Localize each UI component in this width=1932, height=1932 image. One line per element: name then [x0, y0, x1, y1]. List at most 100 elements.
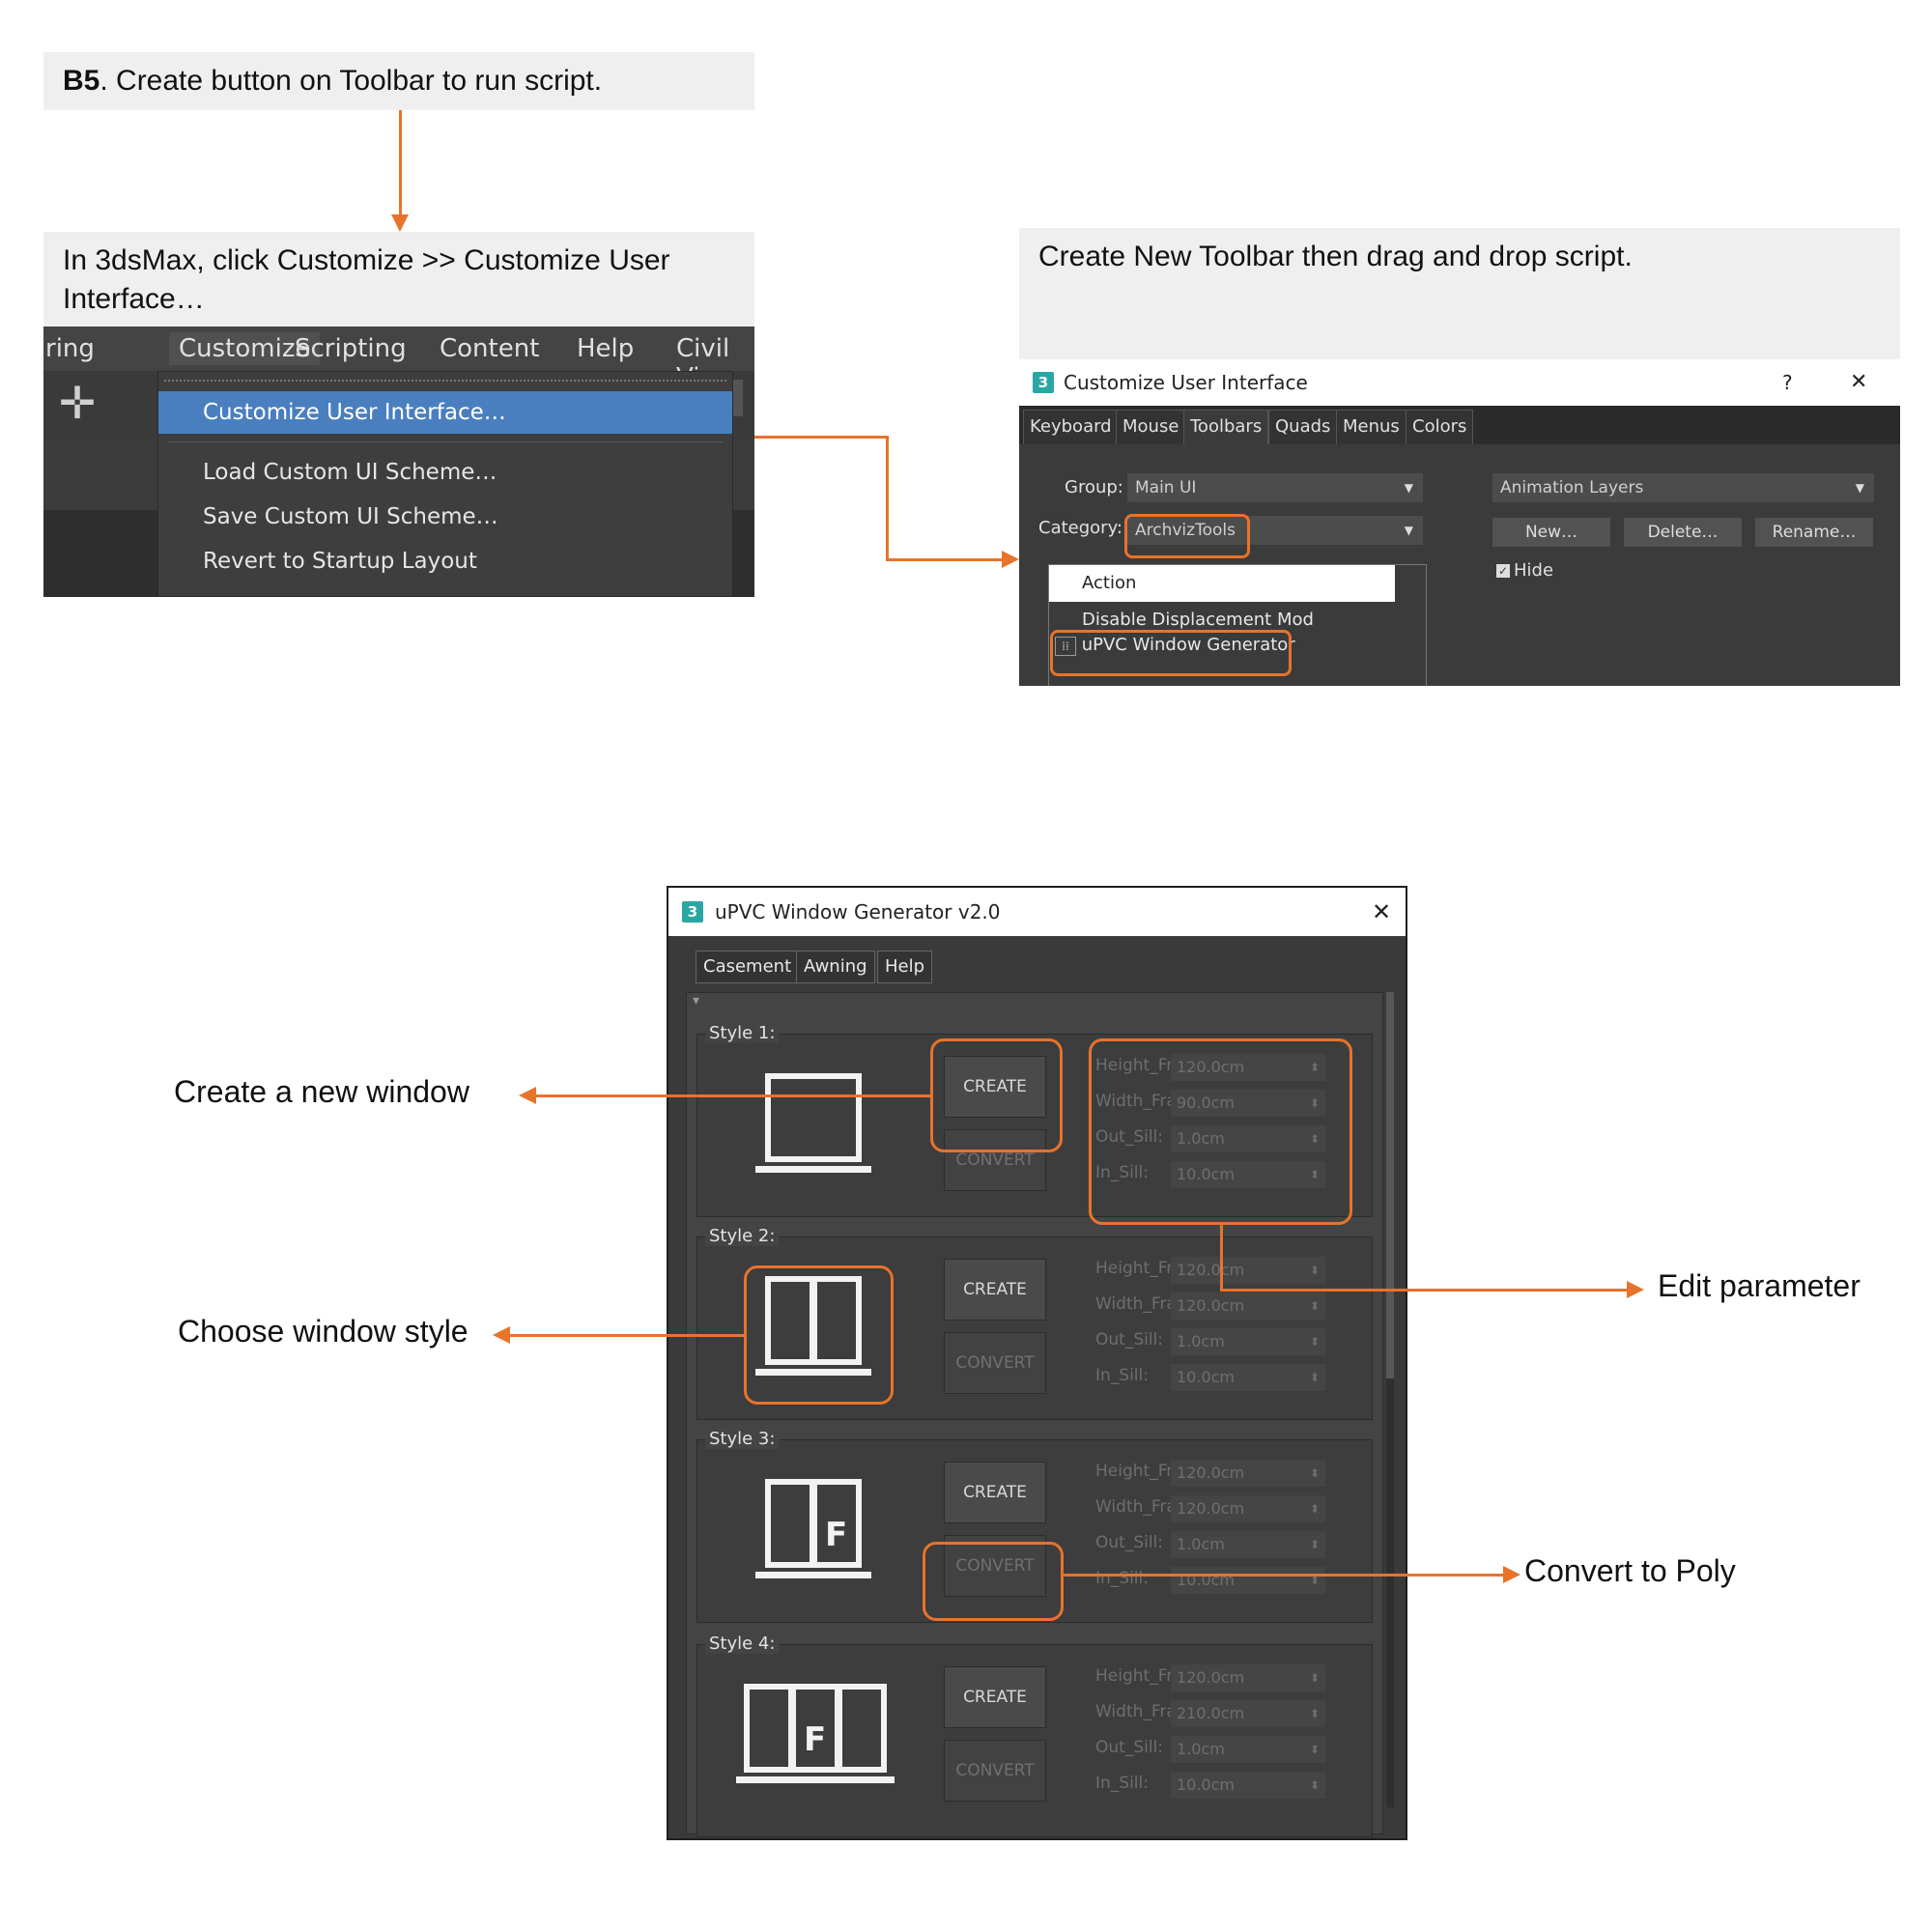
checkbox-checked-icon: ✓: [1496, 564, 1510, 578]
scrollbar[interactable]: [1386, 992, 1394, 1807]
highlight-script: [1050, 630, 1292, 676]
collapse-icon[interactable]: ▾: [693, 993, 700, 1009]
create-button[interactable]: CREATE: [944, 1259, 1046, 1321]
customize-dropdown: Customize User Interface… Load Custom UI…: [157, 371, 733, 597]
rename-toolbar-button[interactable]: Rename…: [1755, 518, 1873, 547]
out-sill-label: Out_Sill:: [1095, 1533, 1164, 1552]
menu-scripting[interactable]: Scripting: [295, 334, 407, 363]
list-item-upvc-generator[interactable]: ⁞⁞ uPVC Window Generator: [1055, 635, 1295, 656]
menu-item-load-scheme[interactable]: Load Custom UI Scheme…: [203, 460, 497, 485]
delete-toolbar-button[interactable]: Delete…: [1624, 518, 1742, 547]
arrow-line-edit-v: [1220, 1225, 1223, 1291]
generator-titlebar: 3 uPVC Window Generator v2.0 ✕: [668, 888, 1406, 936]
help-icon[interactable]: ?: [1782, 371, 1793, 394]
window-style-2-icon[interactable]: [755, 1276, 871, 1382]
in-sill-spinner[interactable]: 10.0cm⬍: [1171, 1364, 1325, 1391]
highlight-create: [930, 1038, 1063, 1152]
scrollbar-thumb[interactable]: [1386, 992, 1394, 1378]
menu-bar: ring Customize Scripting Content Help Ci…: [43, 327, 754, 392]
spinner-icon: ⬍: [1309, 1743, 1320, 1756]
category-select[interactable]: ArchvizTools▼: [1127, 516, 1423, 545]
out-sill-spinner[interactable]: 1.0cm⬍: [1171, 1736, 1325, 1763]
convert-button[interactable]: CONVERT: [944, 1129, 1046, 1191]
style-group-3: Style 3: F CREATE CONVERT Height_Frame: …: [696, 1429, 1373, 1623]
out-sill-label: Out_Sill:: [1095, 1127, 1164, 1147]
new-toolbar-button[interactable]: New…: [1492, 518, 1610, 547]
dialog-title: Customize User Interface: [1064, 371, 1308, 394]
step-caption: B5. Create button on Toolbar to run scri…: [43, 52, 754, 110]
arrow-line-convert: [1064, 1574, 1503, 1577]
in-sill-spinner[interactable]: 10.0cm⬍: [1171, 1772, 1325, 1799]
spinner-icon: ⬍: [1309, 1371, 1320, 1384]
tab-help[interactable]: Help: [877, 951, 933, 983]
group-select[interactable]: Main UI▼: [1127, 473, 1423, 502]
script-icon: ⁞⁞: [1055, 637, 1076, 656]
toolbar-select[interactable]: Animation Layers▼: [1492, 473, 1874, 502]
height-frame-spinner[interactable]: 120.0cm⬍: [1171, 1460, 1325, 1487]
convert-button[interactable]: CONVERT: [944, 1740, 1046, 1802]
tab-casement[interactable]: Casement: [696, 951, 800, 983]
height-frame-spinner[interactable]: 120.0cm⬍: [1171, 1257, 1325, 1284]
category-label: Category:: [1038, 518, 1122, 538]
style-label: Style 3:: [705, 1429, 780, 1449]
convert-button[interactable]: CONVERT: [944, 1332, 1046, 1394]
create-button[interactable]: CREATE: [944, 1056, 1046, 1118]
create-button[interactable]: CREATE: [944, 1462, 1046, 1523]
arrow-line-v1: [886, 436, 889, 561]
tab-awning[interactable]: Awning: [796, 951, 875, 983]
out-sill-spinner[interactable]: 1.0cm⬍: [1171, 1531, 1325, 1558]
spinner-icon: ⬍: [1309, 1466, 1320, 1480]
in-sill-spinner[interactable]: 10.0cm⬍: [1171, 1567, 1325, 1594]
width-frame-spinner[interactable]: 120.0cm⬍: [1171, 1293, 1325, 1320]
in-sill-label: In_Sill:: [1095, 1163, 1149, 1182]
window-style-1-icon[interactable]: [755, 1073, 871, 1179]
width-frame-spinner[interactable]: 210.0cm⬍: [1171, 1700, 1325, 1727]
convert-button[interactable]: CONVERT: [944, 1535, 1046, 1597]
out-sill-spinner[interactable]: 1.0cm⬍: [1171, 1125, 1325, 1152]
menu-instruction: In 3dsMax, click Customize >> Customize …: [43, 232, 754, 327]
menu-item-revert-layout[interactable]: Revert to Startup Layout: [203, 549, 477, 574]
tab-quads[interactable]: Quads: [1268, 410, 1338, 444]
create-button[interactable]: CREATE: [944, 1666, 1046, 1728]
tab-mouse[interactable]: Mouse: [1116, 410, 1186, 444]
window-style-4-icon[interactable]: F: [736, 1684, 895, 1790]
window-style-3-icon[interactable]: F: [755, 1479, 871, 1585]
spinner-icon: ⬍: [1309, 1168, 1320, 1181]
chevron-down-icon: ▼: [1855, 481, 1864, 495]
menu-help[interactable]: Help: [577, 334, 635, 363]
menu-content[interactable]: Content: [440, 334, 540, 363]
width-frame-spinner[interactable]: 120.0cm⬍: [1171, 1495, 1325, 1522]
spinner-icon: ⬍: [1309, 1264, 1320, 1277]
highlight-style: [744, 1265, 894, 1405]
width-frame-spinner[interactable]: 90.0cm⬍: [1171, 1090, 1325, 1117]
list-item[interactable]: Disable Displacement Mod: [1082, 610, 1314, 630]
tab-colors[interactable]: Colors: [1406, 410, 1474, 444]
tab-toolbars[interactable]: Toolbars: [1183, 410, 1269, 444]
menu-customize[interactable]: Customize: [169, 332, 321, 365]
in-sill-label: In_Sill:: [1095, 1366, 1149, 1385]
max-app-icon: 3: [682, 901, 703, 923]
close-icon[interactable]: ✕: [1850, 370, 1868, 394]
arrow-head-right: [1002, 551, 1019, 568]
arrow-line-create: [536, 1094, 930, 1097]
move-icon[interactable]: ✛: [58, 377, 97, 429]
menu-item-customize-ui[interactable]: Customize User Interface…: [158, 391, 732, 434]
out-sill-spinner[interactable]: 1.0cm⬍: [1171, 1328, 1325, 1355]
group-label: Group:: [1065, 477, 1123, 497]
menu-item-save-scheme[interactable]: Save Custom UI Scheme…: [203, 504, 498, 529]
action-list[interactable]: Action Disable Displacement Mod ⁞⁞ uPVC …: [1048, 564, 1427, 686]
arrow-head-left: [493, 1326, 510, 1344]
spinner-icon: ⬍: [1309, 1778, 1320, 1792]
hide-checkbox[interactable]: ✓Hide: [1496, 560, 1554, 581]
highlight-convert: [923, 1542, 1064, 1621]
height-frame-spinner[interactable]: 120.0cm⬍: [1171, 1664, 1325, 1691]
tab-keyboard[interactable]: Keyboard: [1023, 410, 1119, 444]
menu-separator: [168, 441, 723, 442]
tab-menus[interactable]: Menus: [1336, 410, 1406, 444]
upvc-generator-window: 3 uPVC Window Generator v2.0 ✕ Casement …: [667, 886, 1407, 1840]
height-frame-spinner[interactable]: 120.0cm⬍: [1171, 1054, 1325, 1081]
close-icon[interactable]: ✕: [1372, 898, 1392, 925]
arrow-head-left: [519, 1087, 536, 1104]
menu-rendering[interactable]: ring: [45, 334, 95, 363]
in-sill-spinner[interactable]: 10.0cm⬍: [1171, 1161, 1325, 1188]
